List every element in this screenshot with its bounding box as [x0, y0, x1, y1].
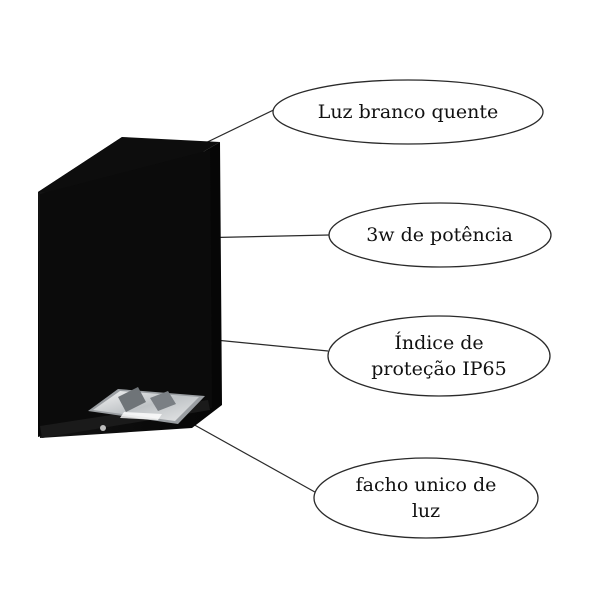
fixture-front-panel	[40, 150, 212, 436]
callout-bubble-warm-light	[272, 79, 544, 145]
fixture-lens	[88, 387, 205, 424]
callout-bubbles	[272, 79, 552, 539]
callout-bubble-beam	[313, 457, 539, 539]
fixture-screw	[100, 425, 106, 431]
leader-line-beam	[181, 417, 323, 497]
callout-bubble-ip65	[327, 315, 551, 397]
wall-light-fixture	[38, 137, 222, 438]
callout-bubble-power	[328, 202, 552, 268]
leader-line-warm-light	[194, 103, 287, 149]
fixture-top-face	[38, 137, 220, 196]
